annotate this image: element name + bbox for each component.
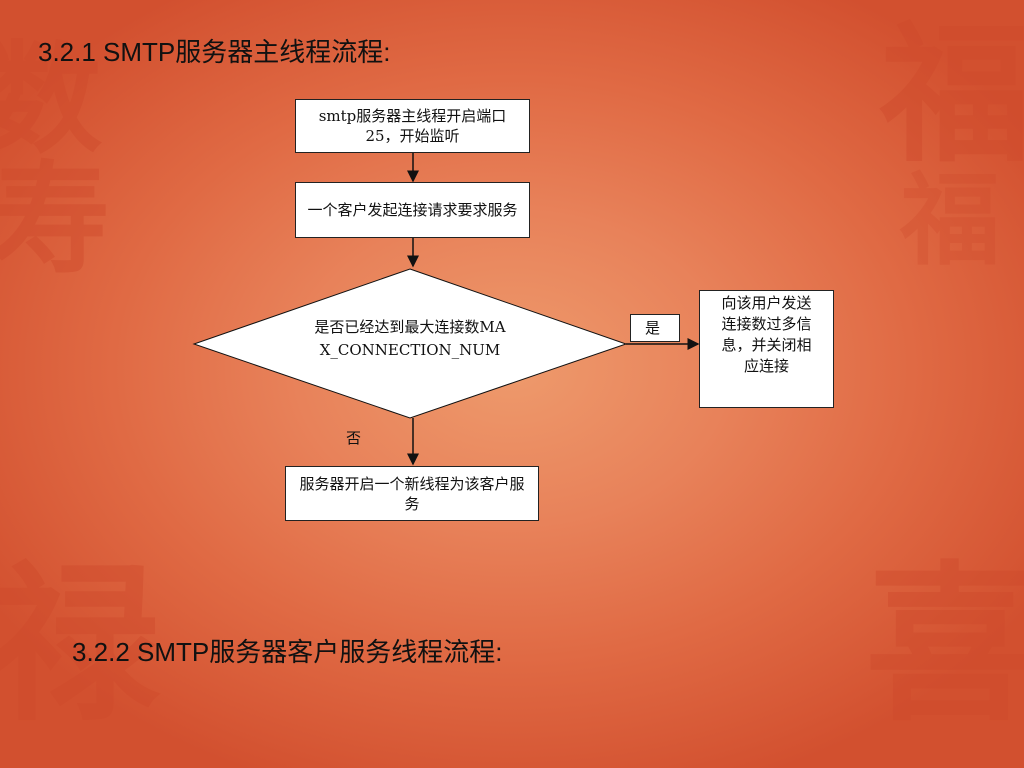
yes-label: 是 <box>645 319 661 337</box>
client-request-text: 一个客户发起连接请求要求服务 <box>307 201 518 219</box>
client-request-box: 一个客户发起连接请求要求服务 <box>295 182 530 238</box>
reject-connection-text: 向该用户发送连接数过多信息，并关闭相应连接 <box>721 294 812 375</box>
decision-diamond <box>192 268 628 419</box>
start-listening-text: smtp服务器主线程开启端口25，开始监听 <box>318 107 507 145</box>
section-heading-client-thread: 3.2.2 SMTP服务器客户服务线程流程: <box>72 637 503 667</box>
section-heading-main-thread: 3.2.1 SMTP服务器主线程流程: <box>38 37 391 67</box>
new-thread-box: 服务器开启一个新线程为该客户服务 <box>285 466 539 521</box>
new-thread-text: 服务器开启一个新线程为该客户服务 <box>299 474 525 513</box>
reject-connection-box: 向该用户发送连接数过多信息，并关闭相应连接 <box>699 290 834 408</box>
no-label: 否 <box>346 429 362 447</box>
yes-label-box: 是 <box>630 314 680 342</box>
start-listening-box: smtp服务器主线程开启端口25，开始监听 <box>295 99 530 153</box>
decision-text: 是否已经达到最大连接数MAX_CONNECTION_NUM <box>314 318 506 359</box>
